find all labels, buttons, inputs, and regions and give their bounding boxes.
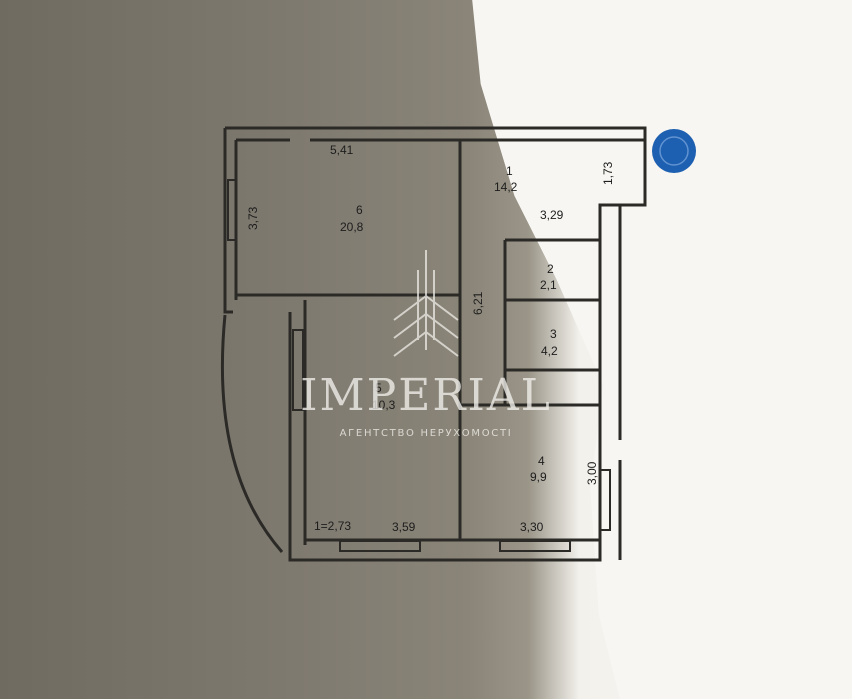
room-6-number: 6: [356, 203, 363, 217]
room-6-area: 20,8: [340, 220, 364, 234]
dimension-right-lower-height: 3,00: [585, 461, 599, 485]
room-4-number: 4: [538, 454, 545, 468]
room-3-number: 3: [550, 327, 557, 341]
dimension-right-top-height: 1,73: [601, 161, 615, 185]
room-2-number: 2: [547, 262, 554, 276]
plan-windows: [227, 179, 611, 552]
dimension-left-height: 3,73: [246, 206, 260, 230]
dimension-corridor-length: 6,21: [471, 291, 485, 315]
watermark-tagline: АГЕНТСТВО НЕРУХОМОСТІ: [340, 428, 513, 439]
room-5-area: 10,3: [372, 398, 396, 412]
room-1-area: 14,2: [494, 180, 518, 194]
blue-stamp: [652, 129, 696, 173]
dimension-bottom-right-width: 3,30: [520, 520, 544, 534]
watermark-logo: [393, 250, 459, 357]
dimension-balcony: 1=2,73: [314, 519, 351, 533]
plan-walls: [220, 126, 647, 562]
room-3-area: 4,2: [541, 344, 558, 358]
dimension-bottom-left-width: 3,59: [392, 520, 416, 534]
room-1-number: 1: [506, 164, 513, 178]
watermark-brand: IMPERIAL: [300, 370, 552, 421]
room-4-area: 9,9: [530, 470, 547, 484]
dimension-hall-width: 3,29: [540, 208, 564, 222]
room-2-area: 2,1: [540, 278, 557, 292]
room-5-number: 5: [375, 381, 382, 395]
dimension-top-left-width: 5,41: [330, 143, 354, 157]
